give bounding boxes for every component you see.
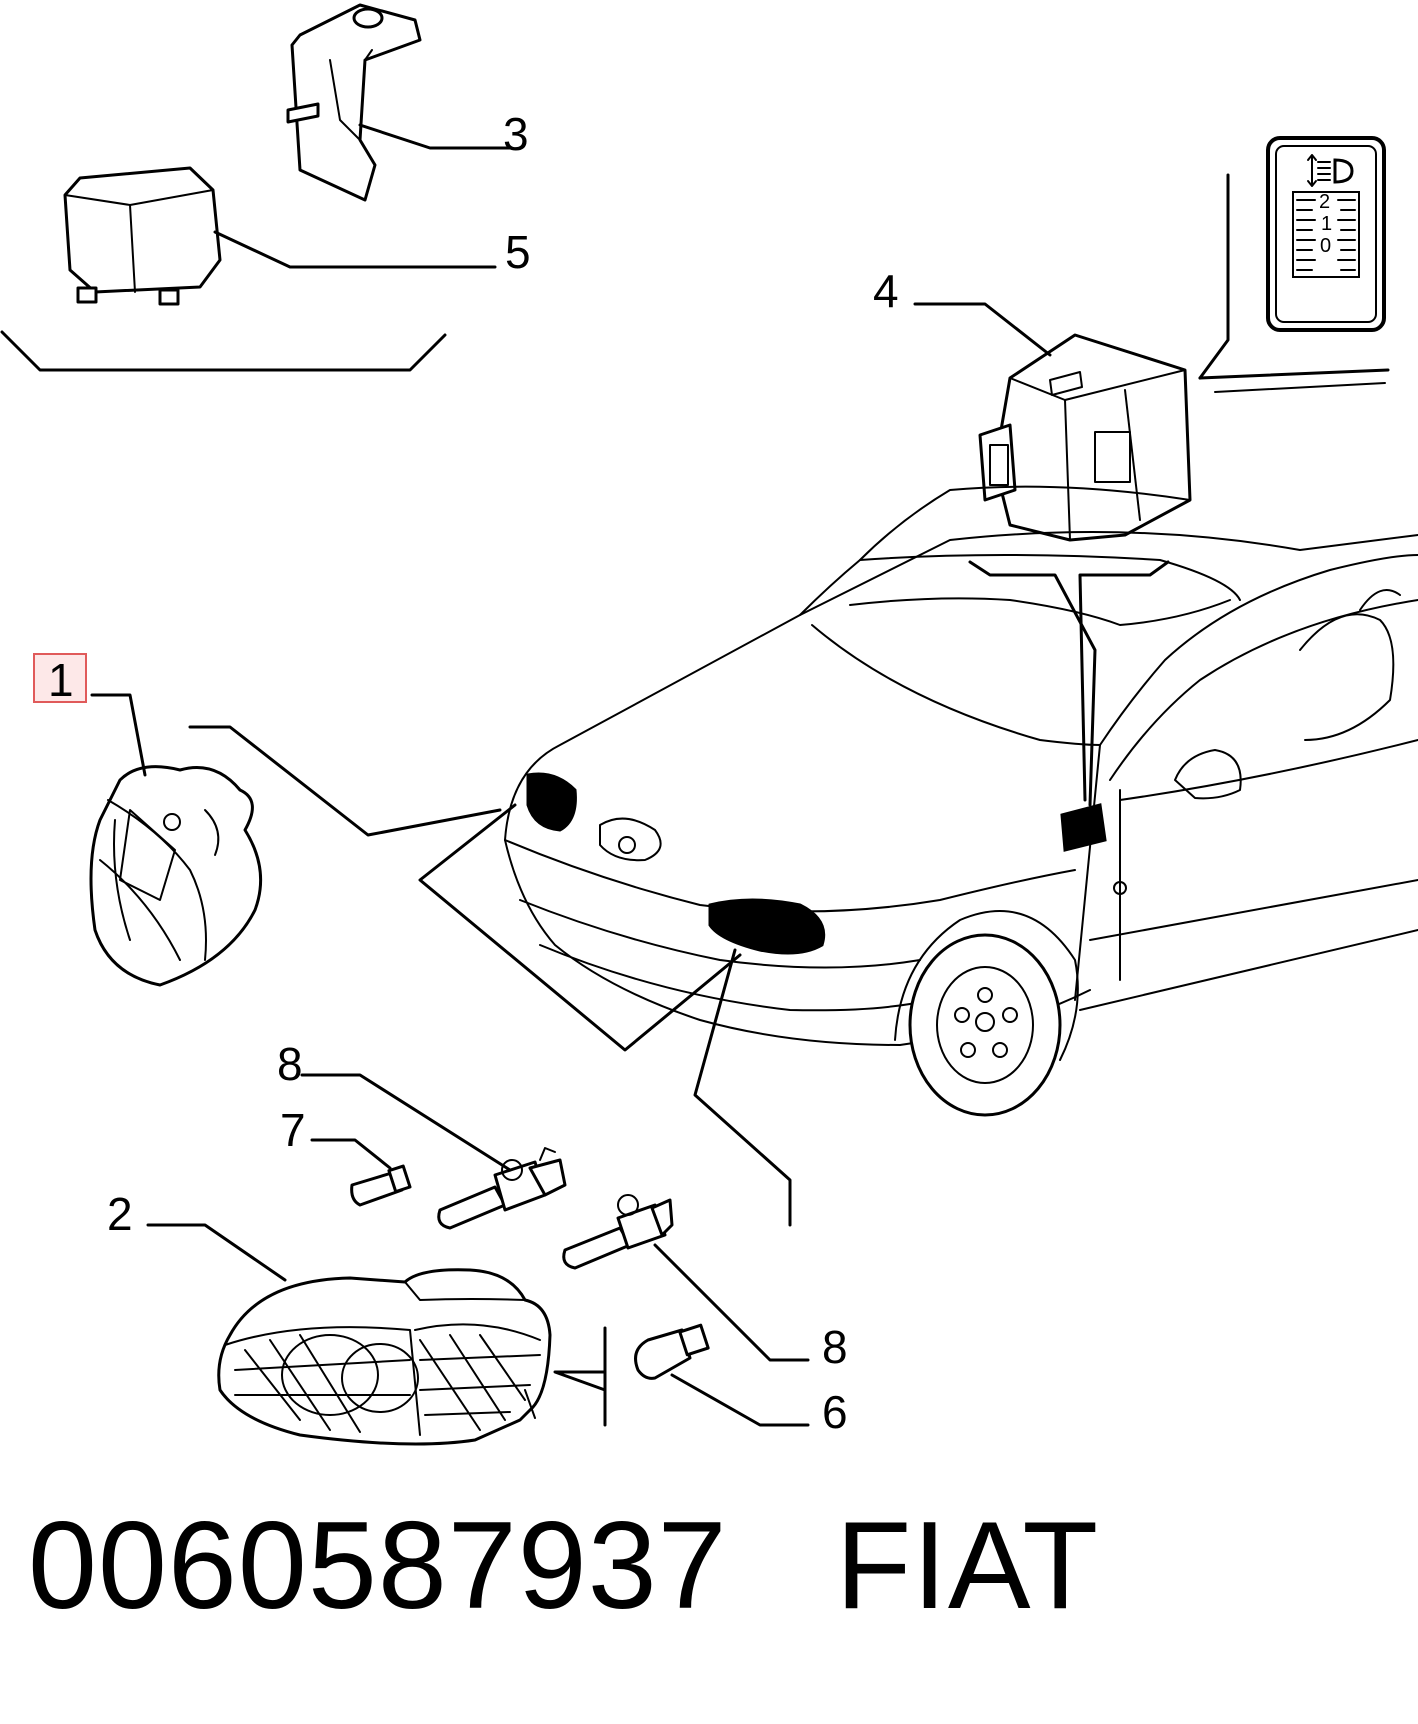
leader-line-8a [300, 1073, 512, 1172]
dashboard-line [1198, 368, 1390, 380]
relay-part-5 [63, 166, 222, 306]
footer-caption: 0060587937 FIAT [28, 1495, 1099, 1637]
switch-scale-0: 0 [1320, 235, 1331, 257]
callout-2: 2 [107, 1188, 133, 1240]
bulb-part-6 [634, 1323, 710, 1380]
leader-line-3 [358, 123, 512, 150]
switch-scale-2: 2 [1319, 191, 1330, 213]
headlamp-part-2 [217, 1268, 552, 1446]
group-bracket-lamps [418, 803, 742, 1052]
callout-4: 4 [873, 265, 899, 317]
leader-line-2 [146, 1223, 287, 1282]
leader-line-car-front [188, 725, 502, 837]
switch-module-part-4 [978, 333, 1192, 542]
leader-line-5 [213, 230, 497, 269]
group-bracket-switch [968, 560, 1097, 807]
switch-scale-1: 1 [1321, 213, 1332, 235]
leader-line-car-lower [693, 948, 792, 1227]
brand-name: FIAT [835, 1497, 1100, 1635]
callout-5: 5 [505, 226, 531, 278]
callout-8a: 8 [277, 1038, 303, 1090]
group-bracket-switch-2 [1078, 560, 1170, 802]
callout-1: 1 [48, 654, 74, 706]
switch-scale-ticks [1296, 199, 1356, 271]
headlight-level-icon [1307, 154, 1354, 187]
adjuster-switch-face: 2 1 0 [1266, 136, 1386, 332]
leader-line-switch-face [1198, 173, 1230, 380]
car-illustration [504, 485, 1418, 1117]
leader-line-8b [653, 1243, 810, 1362]
leader-line-6 [670, 1373, 810, 1427]
leader-line-1 [90, 693, 147, 777]
callout-1-highlight [33, 653, 87, 703]
callout-3: 3 [503, 108, 529, 160]
group-bracket-top [0, 330, 447, 372]
lamp-part-1 [89, 765, 263, 987]
callout-6: 6 [822, 1386, 848, 1438]
bulb-part-8-lower [562, 1194, 674, 1270]
leader-line-7 [310, 1138, 392, 1170]
callout-7: 7 [280, 1104, 306, 1156]
bulb-part-8-upper [437, 1147, 567, 1230]
group-bracket-bulbs-arm [553, 1370, 607, 1392]
part-number: 0060587937 [28, 1497, 728, 1635]
callout-8b: 8 [822, 1321, 848, 1373]
leader-line-4 [913, 302, 1052, 357]
bulb-part-7 [350, 1164, 412, 1207]
dashboard-line-2 [1214, 382, 1386, 393]
bracket-part-3 [286, 3, 422, 202]
